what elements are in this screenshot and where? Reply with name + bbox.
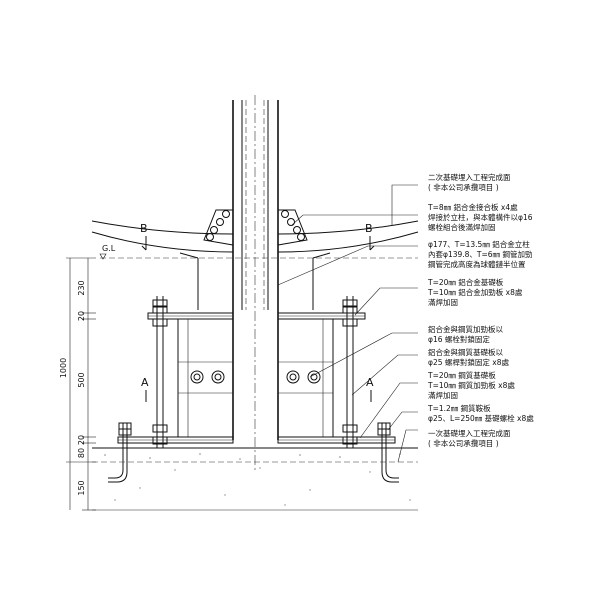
- note-4: 鋁合金與鋼質加勁板以 φ16 螺栓對鎖固定: [428, 324, 503, 344]
- note-6: T=20㎜ 鋼質基礎板 T=10㎜ 鋼質加勁板 x8處 滿焊加固: [427, 370, 515, 400]
- dim-20-bottom: 20: [77, 435, 86, 445]
- svg-text:滿焊加固: 滿焊加固: [428, 297, 458, 307]
- aluminum-column: [232, 95, 279, 470]
- dimension-chain: 1000 230 20 500 20 80 150: [59, 257, 96, 511]
- svg-text:二次基礎埋入工程完成面: 二次基礎埋入工程完成面: [428, 172, 511, 182]
- note-3: T=20㎜ 鋁合金基礎板 T=10㎜ 鋁合金加勁板 x8處 滿焊加固: [427, 277, 523, 307]
- note-0: 二次基礎埋入工程完成面 ( 非本公司承攬項目 ): [428, 172, 511, 192]
- svg-text:( 非本公司承攬項目 ): ( 非本公司承攬項目 ): [428, 182, 499, 192]
- svg-text:φ25 螺桿對鎖固定 x8處: φ25 螺桿對鎖固定 x8處: [428, 357, 509, 367]
- dim-500: 500: [77, 372, 86, 387]
- joint-plate-right: [277, 209, 308, 246]
- svg-text:φ16 螺栓對鎖固定: φ16 螺栓對鎖固定: [428, 334, 490, 344]
- svg-text:( 非本公司承攬項目 ): ( 非本公司承攬項目 ): [428, 438, 499, 448]
- section-marker-b-right: B: [365, 222, 375, 251]
- svg-text:鋼管完成高度為球體鏈半位置: 鋼管完成高度為球體鏈半位置: [428, 259, 526, 269]
- svg-text:螺栓組合後滿焊加固: 螺栓組合後滿焊加固: [428, 222, 496, 232]
- section-marker-a-right: A: [366, 376, 374, 402]
- joint-plate-left: [203, 209, 234, 246]
- threaded-rod-left: [152, 296, 168, 448]
- anchor-bolt-left: [108, 422, 132, 483]
- svg-text:T=8㎜ 鋁合金接合板 x4處: T=8㎜ 鋁合金接合板 x4處: [427, 202, 518, 212]
- dim-20-top: 20: [77, 311, 86, 321]
- note-5: 鋁合金與鋼質基礎板以 φ25 螺桿對鎖固定 x8處: [428, 347, 509, 367]
- ground-level-label: G.L: [102, 244, 116, 253]
- dim-230: 230: [77, 280, 86, 295]
- svg-text:T=10㎜ 鋼質加勁板 x8處: T=10㎜ 鋼質加勁板 x8處: [427, 380, 515, 390]
- svg-text:T=20㎜ 鋼質基礎板: T=20㎜ 鋼質基礎板: [427, 370, 496, 380]
- section-marker-a-left: A: [141, 376, 149, 402]
- svg-text:A: A: [366, 376, 374, 389]
- dim-150: 150: [77, 480, 86, 495]
- dim-80: 80: [77, 448, 86, 458]
- note-7: T=1.2㎜ 鋼質鞍板 φ25、L=250㎜ 基礎螺栓 x8處: [427, 403, 534, 423]
- note-8: 一次基礎埋入工程完成面 ( 非本公司承攬項目 ): [428, 428, 511, 448]
- svg-text:B: B: [365, 222, 373, 235]
- svg-text:焊接於立柱，與本體構件以φ16: 焊接於立柱，與本體構件以φ16: [428, 212, 533, 222]
- svg-text:B: B: [140, 222, 148, 235]
- stiffener-block-right: [277, 318, 334, 438]
- svg-text:T=20㎜ 鋁合金基礎板: T=20㎜ 鋁合金基礎板: [427, 277, 504, 287]
- svg-text:φ177、T=13.5㎜ 鋁合金立柱: φ177、T=13.5㎜ 鋁合金立柱: [428, 239, 530, 249]
- svg-text:T=1.2㎜ 鋼質鞍板: T=1.2㎜ 鋼質鞍板: [427, 403, 491, 413]
- dim-total: 1000: [59, 358, 68, 378]
- svg-text:鋁合金與鋼質基礎板以: 鋁合金與鋼質基礎板以: [428, 347, 503, 357]
- svg-text:內套φ139.8、T=6㎜ 鋼管加勁: 內套φ139.8、T=6㎜ 鋼管加勁: [428, 249, 533, 259]
- threaded-rod-right: [342, 296, 358, 448]
- steel-base-plate: [117, 436, 396, 444]
- stiffener-block-left: [177, 318, 234, 438]
- secondary-foundation: [91, 220, 419, 310]
- svg-text:一次基礎埋入工程完成面: 一次基礎埋入工程完成面: [428, 428, 511, 438]
- anchor-bolt-right: [377, 422, 399, 483]
- svg-text:T=10㎜ 鋁合金加勁板 x8處: T=10㎜ 鋁合金加勁板 x8處: [427, 287, 523, 297]
- section-marker-b-left: B: [140, 222, 148, 251]
- note-1: T=8㎜ 鋁合金接合板 x4處 焊接於立柱，與本體構件以φ16 螺栓組合後滿焊加…: [427, 202, 533, 232]
- ground-level-line: [99, 253, 418, 260]
- svg-text:A: A: [141, 376, 149, 389]
- note-2: φ177、T=13.5㎜ 鋁合金立柱 內套φ139.8、T=6㎜ 鋼管加勁 鋼管…: [428, 239, 533, 269]
- svg-text:φ25、L=250㎜ 基礎螺栓 x8處: φ25、L=250㎜ 基礎螺栓 x8處: [428, 413, 534, 423]
- primary-foundation: [92, 447, 418, 511]
- svg-text:鋁合金與鋼質加勁板以: 鋁合金與鋼質加勁板以: [428, 324, 503, 334]
- aluminum-base-plate: [147, 312, 366, 320]
- svg-text:滿焊加固: 滿焊加固: [428, 390, 458, 400]
- leader-lines: [277, 184, 418, 463]
